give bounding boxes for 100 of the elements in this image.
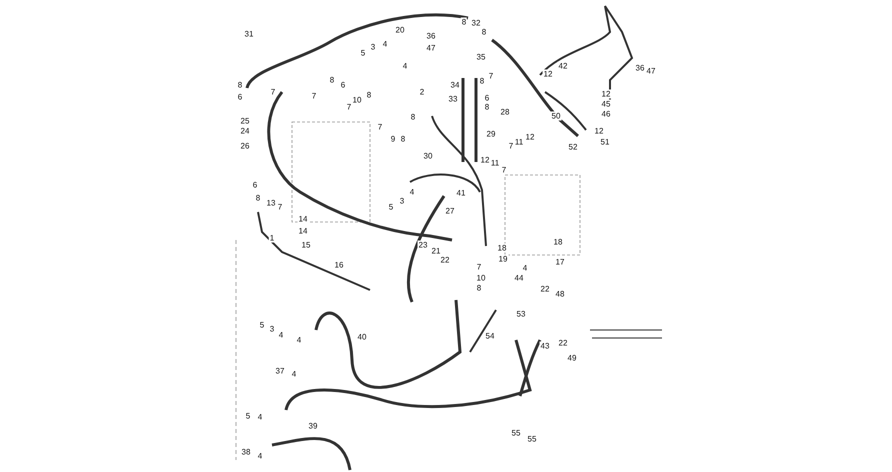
callout-number: 11	[514, 138, 524, 146]
callout-number: 18	[496, 244, 508, 252]
callout-number: 37	[274, 366, 286, 376]
callout-number: 22	[558, 338, 568, 348]
callout-number: 24	[240, 126, 250, 136]
callout-number: 36	[426, 32, 436, 40]
callout-number: 2	[418, 88, 426, 96]
callout-number: 43	[540, 342, 550, 350]
callout-number: 7	[476, 262, 482, 272]
callout-number: 3	[398, 196, 406, 206]
callout-number: 30	[422, 152, 434, 160]
callout-number: 47	[646, 66, 656, 76]
callout-number: 55	[526, 434, 538, 444]
callout-number: 42	[558, 62, 568, 70]
callout-number: 41	[456, 188, 466, 198]
callout-number: 4	[256, 452, 264, 460]
callout-number: 26	[240, 142, 250, 150]
callout-number: 12	[480, 156, 490, 164]
callout-number: 4	[382, 40, 388, 48]
callout-number: 45	[600, 100, 612, 108]
callout-number: 5	[244, 412, 252, 420]
callout-number: 5	[360, 48, 366, 58]
callout-number: 33	[448, 94, 458, 104]
callout-number: 28	[500, 108, 510, 116]
callout-number: 17	[554, 258, 566, 266]
callout-number: 4	[402, 62, 408, 70]
callout-number: 53	[516, 310, 526, 318]
callout-number: 47	[426, 44, 436, 52]
callout-number: 7	[508, 142, 514, 150]
callout-number: 25	[240, 116, 250, 126]
callout-number: 8	[366, 90, 372, 100]
callout-number: 10	[352, 96, 362, 104]
callout-number: 48	[554, 290, 566, 298]
callout-number: 7	[376, 122, 384, 132]
callout-number: 36	[634, 64, 646, 72]
callout-number: 22	[440, 256, 450, 264]
callout-number: 39	[308, 422, 318, 430]
callout-number: 8	[328, 76, 336, 84]
callout-number: 50	[550, 112, 562, 120]
callout-number: 6	[340, 80, 346, 90]
callout-number: 8	[254, 194, 262, 202]
callout-number: 15	[300, 240, 312, 250]
callout-number: 4	[408, 188, 416, 196]
callout-number: 5	[258, 320, 266, 330]
callout-number: 27	[444, 206, 456, 216]
callout-number: 4	[296, 336, 302, 344]
callout-number: 49	[566, 354, 578, 362]
callout-number: 32	[470, 18, 482, 28]
callout-number: 8	[480, 28, 488, 36]
callout-number: 31	[244, 30, 254, 38]
callout-number: 16	[334, 260, 344, 270]
callout-number: 8	[476, 284, 482, 292]
callout-number: 23	[418, 240, 428, 250]
callout-number: 3	[268, 324, 276, 334]
callout-number: 7	[310, 92, 318, 100]
callout-number: 52	[568, 142, 578, 152]
callout-number: 35	[476, 52, 486, 62]
callout-number: 11	[490, 158, 500, 168]
callout-number: 6	[252, 180, 258, 190]
callout-number: 8	[478, 76, 486, 86]
callout-number: 3	[370, 42, 376, 52]
callout-number: 8	[410, 112, 416, 122]
callout-number: 5	[388, 202, 394, 212]
callout-number: 7	[488, 72, 494, 80]
callout-number: 38	[240, 448, 252, 456]
callout-number: 7	[346, 102, 352, 112]
callout-number: 20	[394, 26, 406, 34]
callout-number: 8	[484, 102, 490, 112]
callout-number: 14	[298, 214, 308, 224]
callout-number: 54	[484, 332, 496, 340]
callout-number: 10	[476, 274, 486, 282]
callout-number: 12	[524, 132, 536, 142]
callout-number: 29	[486, 130, 496, 138]
callout-number: 44	[514, 274, 524, 282]
callout-number: 4	[522, 264, 528, 272]
callout-number: 8	[460, 18, 468, 26]
callout-number: 14	[298, 226, 308, 236]
callout-number: 6	[236, 92, 244, 102]
callout-number: 12	[594, 126, 604, 136]
callout-number: 9	[390, 134, 396, 144]
callout-number: 8	[236, 80, 244, 90]
callout-number: 4	[278, 330, 284, 340]
callout-number: 55	[510, 428, 522, 438]
callout-number: 40	[356, 332, 368, 342]
callout-number: 21	[430, 246, 442, 256]
callout-number: 4	[256, 412, 264, 422]
callout-number: 7	[500, 166, 508, 174]
callout-number: 7	[276, 202, 284, 212]
callout-number: 46	[600, 110, 612, 118]
callout-number: 1	[268, 234, 276, 242]
callout-number: 34	[450, 80, 460, 90]
callout-number: 6	[484, 94, 490, 102]
callout-number: 13	[266, 198, 276, 208]
callout-number: 8	[400, 134, 406, 144]
callout-number: 18	[552, 238, 564, 246]
callout-number: 12	[542, 70, 554, 78]
callout-number: 7	[270, 88, 276, 96]
callout-number: 4	[290, 370, 298, 378]
callout-number: 51	[600, 138, 610, 146]
callout-number: 19	[498, 254, 508, 264]
